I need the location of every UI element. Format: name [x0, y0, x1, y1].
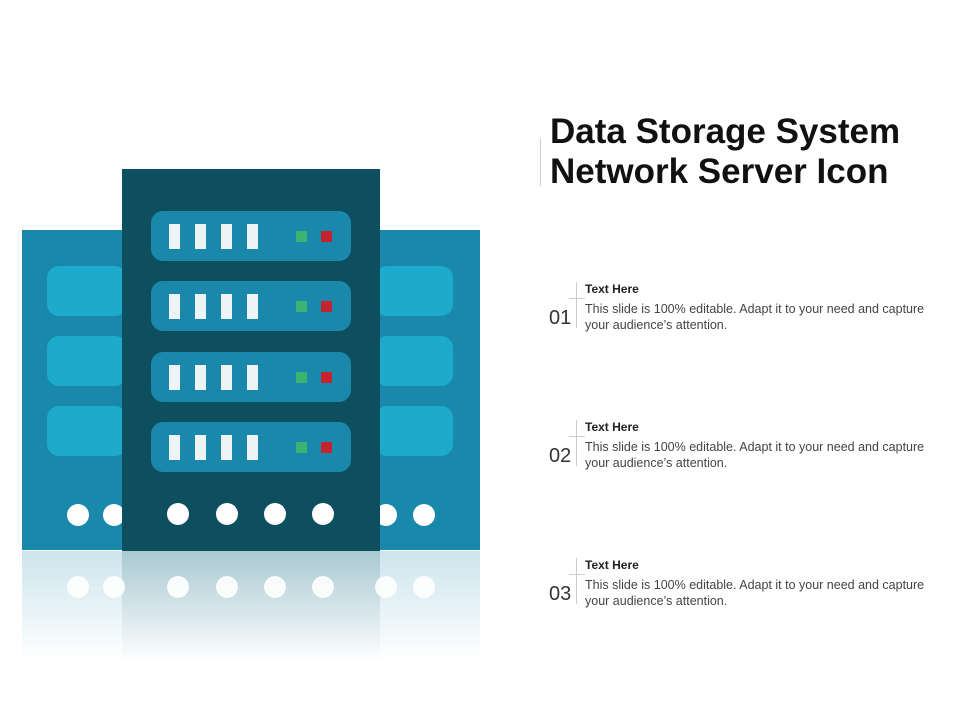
back-drive-slot — [47, 406, 127, 456]
title-line-2: Network Server Icon — [550, 152, 889, 191]
back-drive-slot — [375, 266, 453, 316]
status-led-green — [296, 231, 307, 242]
indicator-dot — [413, 504, 435, 526]
item-description: This slide is 100% editable. Adapt it to… — [585, 302, 925, 332]
item-number: 03 — [549, 583, 572, 605]
list-item: 01 Text Here This slide is 100% editable… — [545, 282, 935, 362]
item-number: 02 — [549, 445, 572, 467]
back-drive-slot — [47, 336, 127, 386]
indicator-dot — [264, 503, 286, 525]
item-number: 01 — [549, 307, 572, 329]
item-heading: Text Here — [585, 282, 639, 296]
indicator-dot — [216, 503, 238, 525]
status-led-green — [296, 372, 307, 383]
drive-bay — [151, 422, 351, 472]
item-description: This slide is 100% editable. Adapt it to… — [585, 578, 925, 608]
title-line-1: Data Storage System — [550, 112, 901, 151]
item-heading: Text Here — [585, 558, 639, 572]
indicator-dot — [67, 504, 89, 526]
back-drive-slot — [47, 266, 127, 316]
back-drive-slot — [375, 336, 453, 386]
front-server-unit — [122, 169, 380, 551]
status-led-green — [296, 442, 307, 453]
indicator-dot — [375, 504, 397, 526]
status-led-red — [321, 301, 332, 312]
item-description: This slide is 100% editable. Adapt it to… — [585, 440, 925, 470]
status-led-red — [321, 231, 332, 242]
server-reflection — [22, 551, 480, 661]
list-item: 02 Text Here This slide is 100% editable… — [545, 420, 935, 500]
server-rack-icon — [22, 169, 480, 661]
status-led-red — [321, 372, 332, 383]
drive-bay — [151, 352, 351, 402]
drive-bay — [151, 281, 351, 331]
item-heading: Text Here — [585, 420, 639, 434]
indicator-dot — [103, 504, 125, 526]
status-led-green — [296, 301, 307, 312]
title-accent-line — [540, 138, 541, 186]
back-drive-slot — [375, 406, 453, 456]
indicator-dot — [167, 503, 189, 525]
drive-bay — [151, 211, 351, 261]
list-item: 03 Text Here This slide is 100% editable… — [545, 558, 935, 638]
status-led-red — [321, 442, 332, 453]
indicator-dot — [312, 503, 334, 525]
page-title: Data Storage System Network Server Icon — [550, 112, 950, 192]
